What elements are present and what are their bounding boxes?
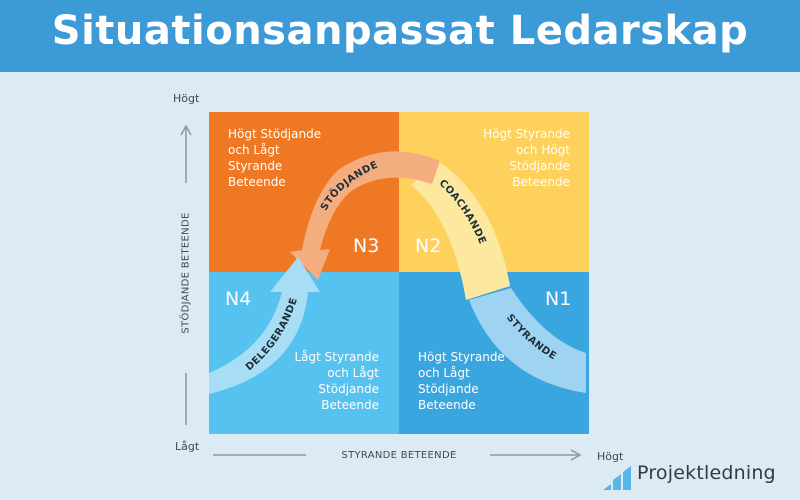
- bar-chart-icon: [603, 466, 631, 490]
- arrow-band-stodjande: [290, 151, 440, 280]
- y-axis-arrow-icon: [180, 124, 192, 136]
- arrow-band-coachande: [411, 160, 510, 300]
- header-banner: Situationsanpassat Ledarskap: [0, 0, 800, 72]
- x-axis-arrow-icon: [570, 449, 582, 461]
- logo-text: Projektledning: [637, 462, 776, 484]
- arrow-band-delegerande: [209, 257, 320, 394]
- level-label-n1: N1: [545, 288, 572, 310]
- x-axis-high-label: Högt: [597, 450, 624, 463]
- level-label-n4: N4: [225, 288, 252, 310]
- page-title: Situationsanpassat Ledarskap: [51, 8, 749, 54]
- level-label-n2: N2: [415, 235, 442, 257]
- level-label-n3: N3: [353, 235, 380, 257]
- logo: [603, 466, 631, 490]
- axis-low-label: Lågt: [175, 440, 200, 453]
- x-axis-title: STYRANDE BETEENDE: [341, 450, 457, 461]
- y-axis-high-label: Högt: [173, 92, 200, 105]
- arrow-band-styrande: [469, 288, 586, 393]
